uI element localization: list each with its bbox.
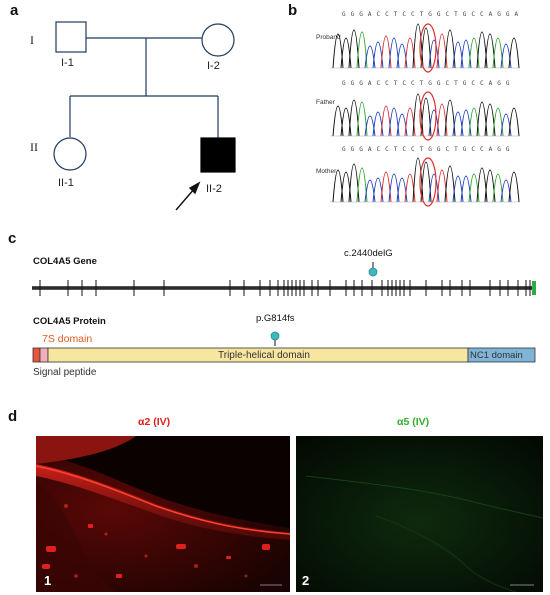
gene-mutation-label: c.2440delG — [344, 248, 393, 259]
trace-peak — [364, 45, 376, 69]
generation-label-1: I — [30, 33, 34, 47]
panel-label-d: d — [8, 408, 18, 425]
trace-peak — [444, 29, 456, 69]
image-number-2: 2 — [302, 573, 310, 588]
trace-peak — [356, 31, 368, 69]
panel-label-a: a — [10, 2, 19, 19]
chromatogram-label-mother: Mother — [316, 168, 337, 175]
stain-title-a5: α5 (IV) — [397, 416, 430, 428]
trace-peak — [396, 113, 408, 137]
trace-peak — [420, 97, 432, 137]
trace-peak — [364, 115, 376, 137]
chromatogram-label-proband: Proband — [316, 34, 341, 41]
gene-mutation-marker — [368, 267, 378, 277]
protein-mutation-marker — [270, 331, 280, 341]
pedigree-i2-female — [201, 23, 235, 57]
generation-label-2: II — [30, 140, 38, 154]
pedigree-ii1-female — [53, 137, 87, 171]
trace-peak — [508, 107, 520, 137]
trace-peak — [500, 113, 512, 137]
protein-diagram — [32, 331, 536, 363]
individual-label-i2: I-2 — [207, 60, 220, 72]
nc1-segment — [467, 347, 536, 363]
domain-label-triple: Triple-helical domain — [218, 350, 310, 361]
trace-mother — [330, 157, 520, 207]
individual-label-ii2: II-2 — [206, 183, 222, 195]
trace-father — [330, 91, 520, 141]
gene-title: COL4A5 Gene — [33, 256, 97, 267]
individual-label-i1: I-1 — [61, 57, 74, 69]
signal-peptide-segment — [32, 347, 41, 363]
pedigree-ii2-affected-male — [200, 137, 236, 173]
fluorescence-image-a2 — [36, 436, 290, 592]
trace-peak — [420, 161, 432, 203]
fluorescence-image-a5 — [296, 436, 543, 592]
proband-arrow-icon — [175, 181, 201, 211]
trace-peak — [508, 171, 520, 203]
signal-peptide-label: Signal peptide — [33, 367, 97, 378]
panel-label-b: b — [288, 2, 298, 19]
gene-exons — [39, 280, 531, 296]
chromatogram-label-father: Father — [316, 99, 335, 106]
protein-title: COL4A5 Protein — [33, 316, 106, 327]
trace-peak — [500, 179, 512, 203]
domain-label-nc1: NC1 domain — [470, 350, 523, 361]
individual-label-ii1: II-1 — [58, 177, 74, 189]
trace-peak — [508, 37, 520, 69]
domain-7s-segment — [39, 347, 49, 363]
sequence-proband: G G G A C C T C C T G G C T G C C A G G … — [342, 11, 519, 18]
gene-diagram — [32, 262, 536, 296]
mutation-highlight-ellipse — [419, 23, 437, 73]
image-number-1: 1 — [44, 573, 52, 588]
trace-peak — [444, 99, 456, 137]
chromatogram-traces — [330, 23, 520, 207]
pedigree-chart — [53, 21, 236, 211]
mutation-highlight-ellipse — [419, 91, 437, 141]
pedigree-i1-male — [55, 21, 87, 53]
trace-peak — [356, 167, 368, 203]
sequence-father: G G G A C C T C C T G G C T G C C A G G — [342, 80, 511, 87]
trace-peak — [420, 27, 432, 69]
trace-peak — [356, 101, 368, 137]
panel-label-c: c — [8, 230, 17, 247]
stain-title-a2: α2 (IV) — [138, 416, 171, 428]
sequence-mother: G G G A C C T C C T G G C T G C C A G G — [342, 146, 511, 153]
trace-peak — [404, 173, 416, 203]
domain-label-7s: 7S domain — [42, 333, 93, 345]
trace-proband — [330, 23, 520, 73]
mutation-highlight-ellipse — [419, 157, 437, 207]
protein-mutation-label: p.G814fs — [256, 313, 295, 324]
